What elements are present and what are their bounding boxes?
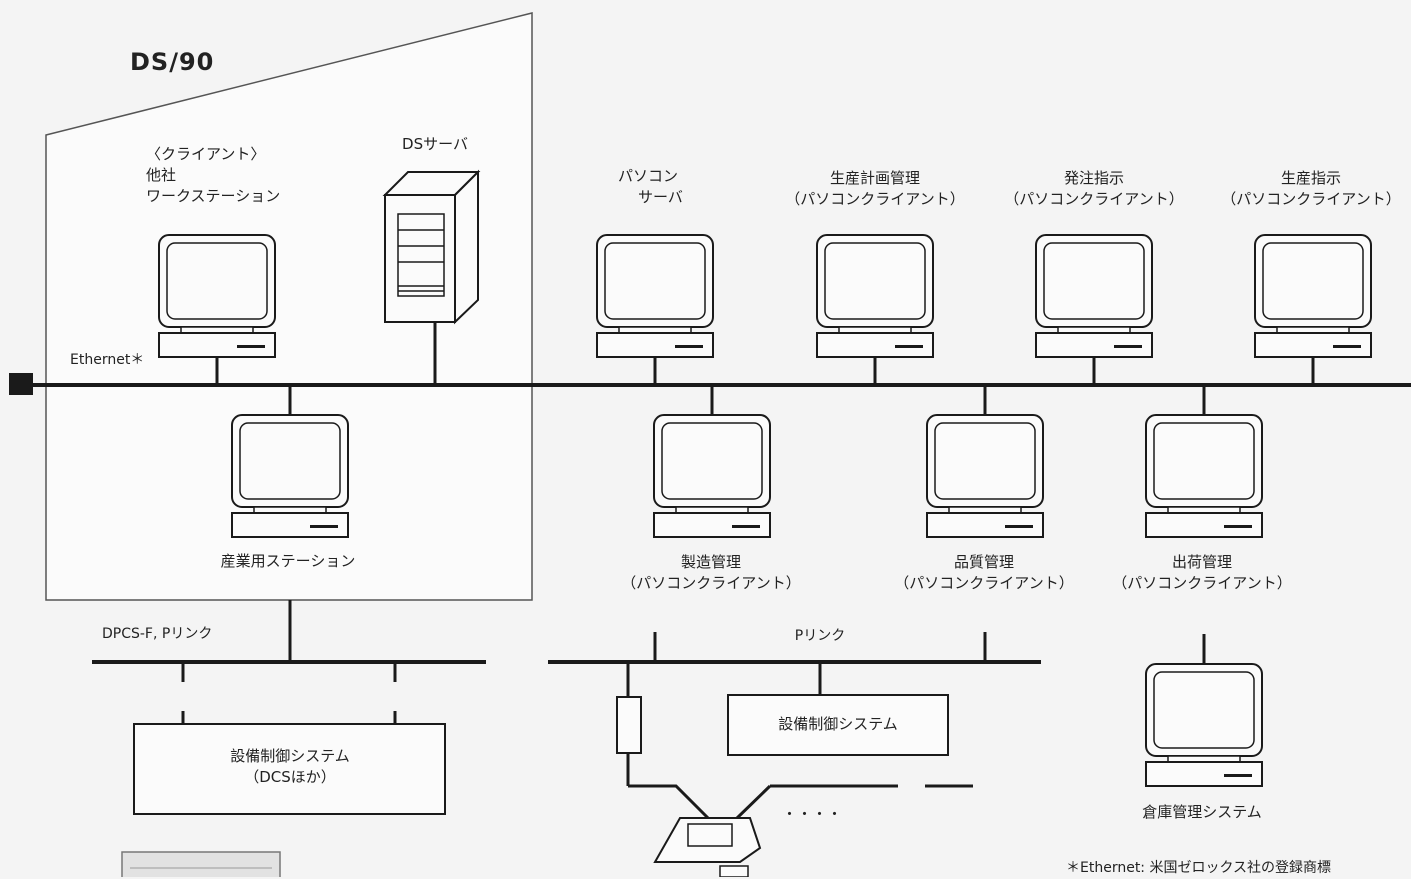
- equipment-dcs-box: [133, 723, 446, 815]
- quality-pc-icon: [926, 414, 1044, 538]
- order-instruction-label: 発注指示 （パソコンクライアント）: [1004, 169, 1184, 208]
- cabinet-icon: [121, 851, 281, 877]
- quality-mgmt-label: 品質管理 （パソコンクライアント）: [894, 553, 1074, 592]
- plink-adapter-box: [616, 696, 642, 754]
- ds-server-label: DSサーバ: [402, 135, 468, 153]
- order-instruction-pc-icon: [1035, 234, 1153, 358]
- ellipsis-label: ・・・・: [781, 805, 843, 823]
- industrial-station-label: 産業用ステーション: [220, 552, 356, 570]
- equipment-dcs-label: 設備制御システム （DCSほか）: [230, 747, 350, 786]
- ds90-title: DS/90: [130, 48, 215, 76]
- warehouse-pc-icon: [1145, 663, 1263, 787]
- dpcs-bus: [92, 600, 486, 724]
- ethernet-label: Ethernet＊: [70, 352, 145, 368]
- client-ws-pc-icon: [158, 234, 276, 358]
- shipping-mgmt-label: 出荷管理 （パソコンクライアント）: [1112, 553, 1292, 592]
- pc-server-icon: [596, 234, 714, 358]
- client-ws-label: 〈クライアント〉 他社 ワークステーション: [146, 145, 281, 205]
- production-planning-label: 生産計画管理 （パソコンクライアント）: [785, 169, 965, 208]
- plink-bus: [548, 632, 1041, 822]
- ds-server-icon: [382, 169, 481, 325]
- shipping-pc-icon: [1145, 414, 1263, 538]
- industrial-station-pc-icon: [231, 414, 349, 538]
- dpcs-label: DPCS-F, Pリンク: [102, 626, 213, 642]
- plink-label: Pリンク: [794, 628, 846, 644]
- manufacturing-mgmt-label: 製造管理 （パソコンクライアント）: [621, 553, 801, 592]
- ds90-region: [45, 12, 533, 601]
- ethernet-terminator: [9, 373, 33, 395]
- equipment-ctrl-box: [727, 694, 949, 756]
- pc-server-label: パソコン サーバ: [618, 167, 683, 206]
- footnote: ＊Ethernet: 米国ゼロックス社の登録商標: [1066, 860, 1332, 876]
- equipment-ctrl-label: 設備制御システム: [778, 715, 898, 733]
- production-instruction-pc-icon: [1254, 234, 1372, 358]
- terminal-device-icon: [653, 817, 762, 877]
- manufacturing-pc-icon: [653, 414, 771, 538]
- production-instruction-label: 生産指示 （パソコンクライアント）: [1221, 169, 1401, 208]
- production-planning-pc-icon: [816, 234, 934, 358]
- warehouse-label: 倉庫管理システム: [1142, 803, 1262, 821]
